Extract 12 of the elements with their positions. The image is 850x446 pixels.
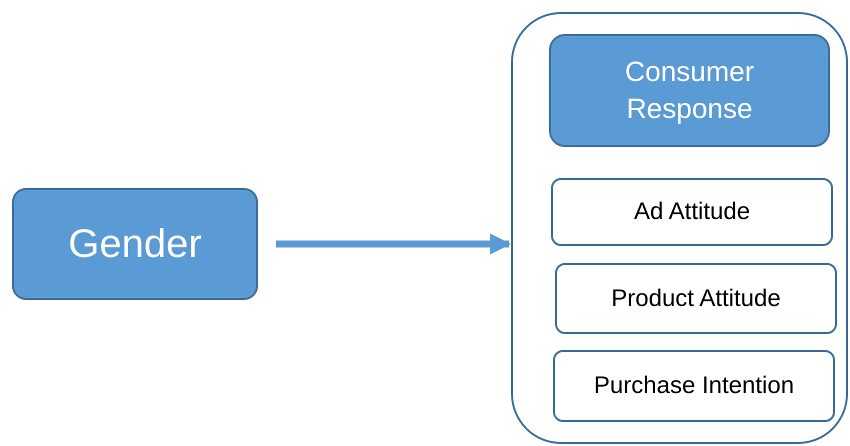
node-label: Consumer Response [624, 55, 756, 126]
node-label: Ad Attitude [632, 197, 752, 228]
node-label: Product Attitude [610, 284, 782, 314]
node-label: Purchase Intention [592, 371, 796, 402]
heading-box [549, 34, 830, 147]
process-box [12, 188, 258, 300]
node-label: Gender [67, 221, 203, 268]
arrow [276, 234, 512, 254]
item-box [553, 350, 835, 422]
item-box [551, 178, 833, 246]
group-container [511, 12, 848, 444]
item-box [555, 263, 837, 334]
